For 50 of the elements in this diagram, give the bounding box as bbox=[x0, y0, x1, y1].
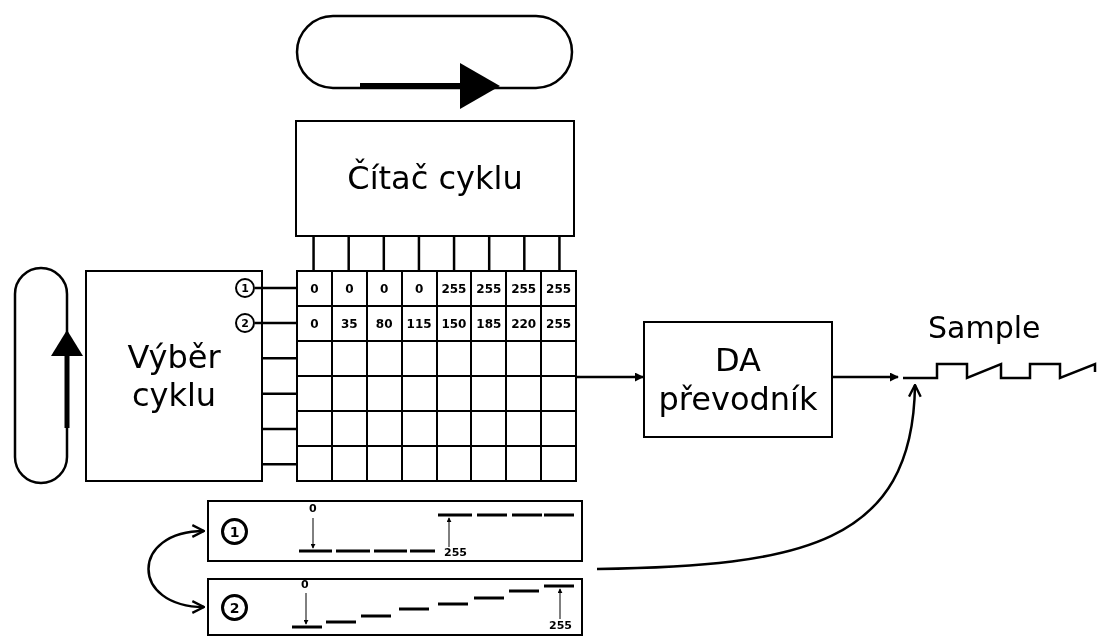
arrow bbox=[596, 383, 922, 571]
table-cell: 255 bbox=[436, 271, 472, 306]
value-label: 0 bbox=[301, 579, 309, 591]
table-cell: 0 bbox=[297, 271, 332, 306]
waveform-panel bbox=[207, 500, 583, 562]
table-cell: 255 bbox=[471, 271, 507, 306]
value-table bbox=[296, 270, 577, 482]
connector-line bbox=[263, 463, 296, 466]
value-label: 255 bbox=[444, 547, 467, 559]
table-cell: 35 bbox=[331, 306, 367, 341]
table-cell: 0 bbox=[366, 271, 402, 306]
connector-line bbox=[382, 237, 386, 270]
table-cell: 255 bbox=[506, 271, 542, 306]
box-label: DA převodník bbox=[657, 341, 819, 418]
signal-title: Sample bbox=[928, 310, 1041, 346]
connector-line bbox=[487, 237, 491, 270]
table-cell: 0 bbox=[297, 306, 332, 341]
table-cell: 255 bbox=[541, 271, 576, 306]
box-label: Výběr cyklu bbox=[126, 337, 222, 415]
arrow bbox=[147, 525, 206, 613]
connector-line bbox=[347, 237, 350, 270]
table-cell: 255 bbox=[541, 306, 576, 341]
process-box bbox=[85, 270, 263, 482]
value-label: 255 bbox=[549, 620, 572, 632]
arrow bbox=[577, 372, 644, 382]
connector-line bbox=[558, 237, 561, 270]
connector-line bbox=[452, 237, 456, 270]
process-box bbox=[643, 321, 833, 438]
connector-line bbox=[263, 357, 296, 360]
connector-line bbox=[417, 237, 421, 270]
table-cell: 185 bbox=[471, 306, 507, 341]
connector-line bbox=[523, 237, 526, 270]
connector-line bbox=[263, 392, 296, 395]
connector-line bbox=[255, 286, 296, 290]
value-label: 0 bbox=[309, 503, 317, 515]
table-cell: 0 bbox=[331, 271, 367, 306]
table-cell: 80 bbox=[366, 306, 402, 341]
arrow bbox=[833, 372, 899, 382]
waveform-panel bbox=[207, 578, 583, 636]
step-number: 1 bbox=[221, 518, 248, 545]
connector-line bbox=[312, 237, 315, 270]
box-label: Čítač cyklu bbox=[346, 159, 524, 198]
table-cell: 0 bbox=[401, 271, 437, 306]
connector-line bbox=[263, 427, 296, 431]
table-cell: 220 bbox=[506, 306, 542, 341]
table-cell: 115 bbox=[401, 306, 437, 341]
table-cell: 150 bbox=[436, 306, 472, 341]
step-number: 2 bbox=[221, 594, 248, 621]
process-box bbox=[295, 120, 575, 237]
connector-line bbox=[255, 321, 296, 325]
